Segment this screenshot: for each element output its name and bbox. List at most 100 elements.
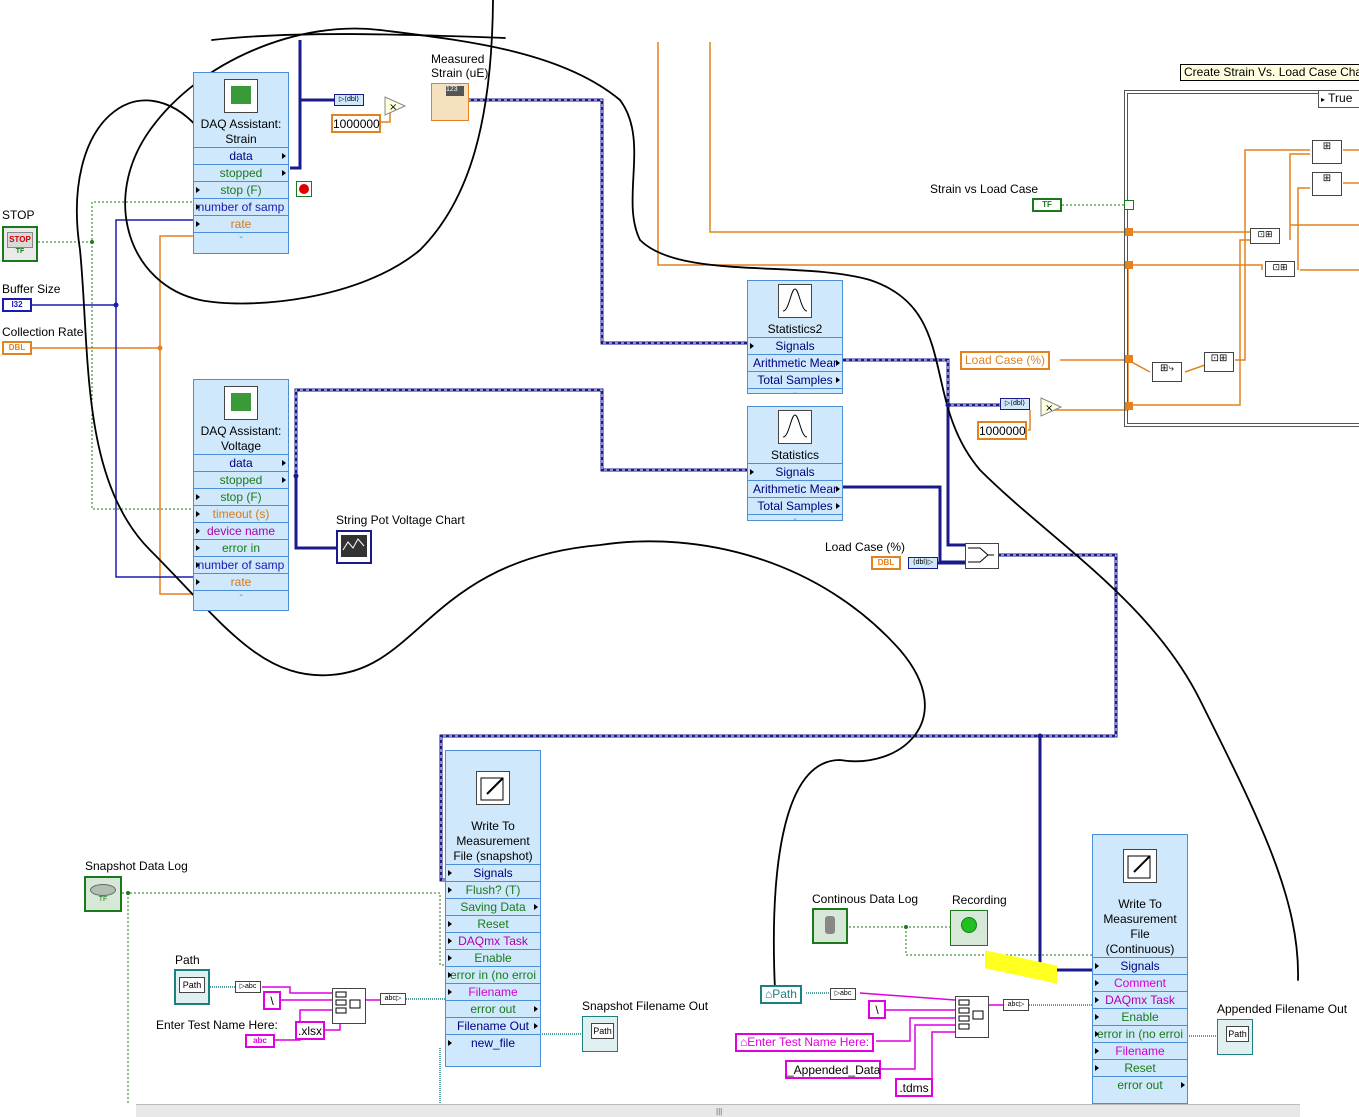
daq-assistant-voltage-node[interactable]: DAQ Assistant: Voltage data stopped stop…	[193, 379, 289, 611]
array-node[interactable]: ⊞⤷	[1152, 362, 1182, 382]
convert-from-dynamic-node[interactable]: ▷⟨dbl⟩	[1000, 398, 1030, 410]
statistics2-term-signals[interactable]: Signals	[748, 337, 842, 354]
write-continuous-term-reset[interactable]: Reset	[1093, 1059, 1187, 1076]
write-snapshot-term-reset[interactable]: Reset	[446, 915, 540, 932]
oval-button-icon	[90, 884, 116, 896]
resize-handle[interactable]: ⌄	[194, 590, 288, 599]
write-snapshot-term-flush[interactable]: Flush? (T)	[446, 881, 540, 898]
write-continuous-term-comment[interactable]: Comment	[1093, 974, 1187, 991]
svg-text:×: ×	[389, 102, 397, 113]
resize-handle[interactable]: ⌄	[748, 514, 842, 523]
enter-test-name-terminal[interactable]: abc	[245, 1034, 275, 1048]
multiply-node-right[interactable]: ×	[1040, 397, 1063, 417]
merge-signals-node[interactable]	[965, 543, 999, 569]
collection-rate-terminal[interactable]: DBL	[2, 341, 32, 355]
appended-data-constant[interactable]: _Appended_Data	[785, 1060, 881, 1079]
statistics-term-mean[interactable]: Arithmetic Mear	[748, 480, 842, 497]
daq-assistant-strain-node[interactable]: DAQ Assistant: Strain data stopped stop …	[193, 72, 289, 254]
write-snapshot-term-enable[interactable]: Enable	[446, 949, 540, 966]
write-snapshot-term-error-in[interactable]: error in (no erroi	[446, 966, 540, 983]
write-continuous-term-filename[interactable]: Filename	[1093, 1042, 1187, 1059]
concatenate-strings-node[interactable]	[332, 988, 366, 1024]
horizontal-scrollbar[interactable]: |||	[136, 1104, 1300, 1117]
write-snapshot-term-error-out[interactable]: error out	[446, 1000, 540, 1017]
tdms-constant[interactable]: .tdms	[895, 1078, 933, 1097]
statistics2-node[interactable]: Statistics2 Signals Arithmetic Mear Tota…	[747, 280, 843, 397]
write-continuous-term-error-out[interactable]: error out	[1093, 1076, 1187, 1093]
write-snapshot-term-new-file[interactable]: new_file	[446, 1034, 540, 1051]
enter-test-name-local-variable[interactable]: ⌂Enter Test Name Here:	[735, 1033, 875, 1052]
load-case-terminal[interactable]: DBL	[871, 556, 901, 570]
backslash-constant-2[interactable]: \	[868, 1000, 886, 1019]
write-continuous-term-signals[interactable]: Signals	[1093, 957, 1187, 974]
daq-strain-term-rate[interactable]: rate	[194, 215, 288, 232]
stop-terminal[interactable]: STOP TF	[2, 226, 38, 262]
statistics2-term-mean[interactable]: Arithmetic Mear	[748, 354, 842, 371]
statistics-term-signals[interactable]: Signals	[748, 463, 842, 480]
multiply-node[interactable]: ×	[384, 96, 407, 116]
strain-vs-load-case-terminal[interactable]: TF	[1032, 198, 1062, 212]
multiplier-constant-top[interactable]: 1000000	[331, 114, 381, 133]
path-to-string-node[interactable]: ▷abc	[235, 981, 261, 993]
strain-vs-load-case-label: Strain vs Load Case	[930, 182, 1039, 196]
write-continuous-term-enable[interactable]: Enable	[1093, 1008, 1187, 1025]
buffer-size-terminal[interactable]: I32	[2, 298, 32, 312]
write-snapshot-term-daqmx-task[interactable]: DAQmx Task	[446, 932, 540, 949]
daq-voltage-term-stopped[interactable]: stopped	[194, 471, 288, 488]
case-structure[interactable]	[1124, 90, 1359, 427]
string-to-path-node[interactable]: abc▷	[1003, 999, 1029, 1011]
tunnel	[1125, 261, 1133, 269]
continuous-data-log-switch[interactable]	[812, 908, 848, 944]
write-measurement-file-snapshot-node[interactable]: Write To Measurement File (snapshot) Sig…	[445, 750, 541, 1067]
xlsx-constant[interactable]: .xlsx	[295, 1021, 325, 1040]
write-measurement-file-continuous-node[interactable]: Write To Measurement File (Continuous) S…	[1092, 834, 1188, 1104]
statistics-term-total-samples[interactable]: Total Samples	[748, 497, 842, 514]
convert-from-dynamic-node[interactable]: ▷⟨dbl⟩	[334, 94, 364, 106]
daq-voltage-term-number-of-samples[interactable]: number of samp	[194, 556, 288, 573]
build-array-node[interactable]: ⊞	[1312, 140, 1342, 164]
daq-voltage-term-device-name[interactable]: device name	[194, 522, 288, 539]
snapshot-filename-out-label: Snapshot Filename Out	[582, 999, 709, 1013]
path-to-string-node[interactable]: ▷abc	[830, 988, 856, 1000]
backslash-constant-1[interactable]: \	[263, 991, 281, 1010]
build-array-node[interactable]: ⊞	[1312, 172, 1342, 196]
daq-strain-title: DAQ Assistant: Strain	[200, 117, 282, 146]
daq-strain-term-data[interactable]: data	[194, 147, 288, 164]
insert-into-array-node[interactable]: ⊡⊞	[1265, 261, 1295, 277]
insert-into-array-node[interactable]: ⊡⊞	[1250, 228, 1280, 244]
resize-handle[interactable]: ⌄	[194, 232, 288, 241]
multiplier-constant-right[interactable]: 1000000	[977, 421, 1027, 440]
write-snapshot-term-saving-data[interactable]: Saving Data	[446, 898, 540, 915]
stopped-led-indicator	[296, 181, 312, 197]
write-snapshot-term-filename[interactable]: Filename	[446, 983, 540, 1000]
daq-strain-term-stop[interactable]: stop (F)	[194, 181, 288, 198]
resize-handle[interactable]: ⌄	[748, 388, 842, 397]
string-to-path-node[interactable]: abc▷	[380, 993, 406, 1005]
daq-strain-term-stopped[interactable]: stopped	[194, 164, 288, 181]
daq-voltage-term-data[interactable]: data	[194, 454, 288, 471]
statistics-node[interactable]: Statistics Signals Arithmetic Mear Total…	[747, 406, 843, 523]
case-selector[interactable]: ▸ True	[1318, 90, 1359, 108]
path-local-variable[interactable]: ⌂Path	[760, 985, 802, 1004]
daq-voltage-term-stop[interactable]: stop (F)	[194, 488, 288, 505]
array-size-node[interactable]: ⊡⊞	[1204, 352, 1234, 372]
daq-strain-term-number-of-samples[interactable]: number of samp	[194, 198, 288, 215]
write-continuous-term-daqmx-task[interactable]: DAQmx Task	[1093, 991, 1187, 1008]
daq-voltage-term-timeout[interactable]: timeout (s)	[194, 505, 288, 522]
write-snapshot-term-signals[interactable]: Signals	[446, 864, 540, 881]
write-continuous-term-error-in[interactable]: error in (no erroi	[1093, 1025, 1187, 1042]
load-case-local-variable[interactable]: Load Case (%)	[960, 351, 1051, 370]
led-icon	[961, 917, 977, 933]
statistics2-term-total-samples[interactable]: Total Samples	[748, 371, 842, 388]
write-snapshot-term-filename-out[interactable]: Filename Out	[446, 1017, 540, 1034]
concatenate-strings-node[interactable]	[955, 996, 989, 1038]
string-pot-chart-terminal[interactable]	[336, 530, 372, 564]
path-terminal[interactable]: Path	[174, 969, 210, 1005]
convert-to-dynamic-node[interactable]: ⟨dbl⟩▷	[908, 557, 938, 569]
path-badge: Path	[179, 977, 205, 993]
snapshot-data-log-button[interactable]: TF	[84, 876, 122, 912]
collection-rate-label: Collection Rate	[2, 325, 84, 339]
daq-voltage-term-rate[interactable]: rate	[194, 573, 288, 590]
measured-strain-label: Measured Strain (uE)	[431, 52, 489, 80]
daq-voltage-term-error-in[interactable]: error in	[194, 539, 288, 556]
